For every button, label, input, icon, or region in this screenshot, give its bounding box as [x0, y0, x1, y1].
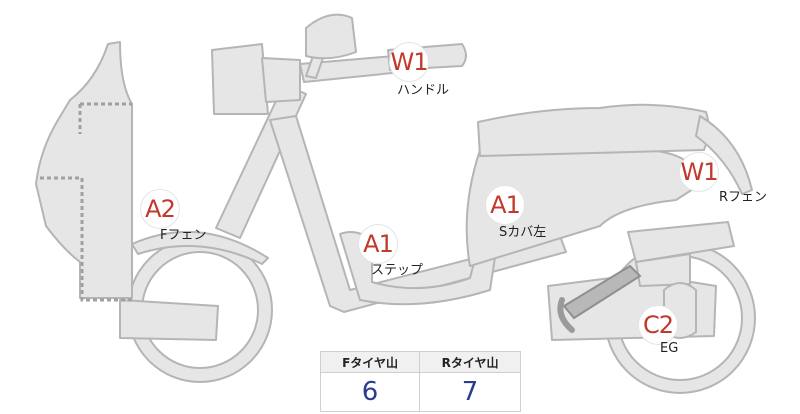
side-cover-left-label: Sカバ左 [499, 225, 547, 240]
front-fender-grade-badge: A2 [140, 189, 180, 229]
rear-fender-label: Rフェン [719, 190, 768, 205]
rear-shock [562, 264, 642, 320]
seat [477, 103, 710, 157]
step-grade-badge: A1 [358, 224, 398, 264]
mirror [305, 13, 357, 60]
rear-fender-grade-badge: W1 [679, 152, 719, 192]
leg-shield [35, 41, 133, 299]
handle-grade-badge: W1 [389, 42, 429, 82]
rear-tire-header: Rタイヤ山 [419, 351, 521, 373]
engine-grade-badge: C2 [638, 305, 678, 345]
step-label: ステップ [371, 263, 424, 278]
tire-tread-table: Fタイヤ山 Rタイヤ山 6 7 [319, 351, 521, 412]
front-tire-header: Fタイヤ山 [319, 351, 421, 373]
handle-label: ハンドル [397, 83, 450, 98]
front-fender-label: Fフェン [160, 228, 207, 243]
rear-fender-shape [695, 115, 753, 195]
engine-label: EG [660, 341, 679, 356]
front-tire-value: 6 [319, 372, 421, 412]
front-fender-shape [131, 230, 269, 265]
side-cover-left-grade-badge: A1 [485, 185, 525, 225]
rear-tire-value: 7 [419, 372, 521, 412]
headlight [211, 43, 269, 115]
muffler [627, 221, 735, 263]
